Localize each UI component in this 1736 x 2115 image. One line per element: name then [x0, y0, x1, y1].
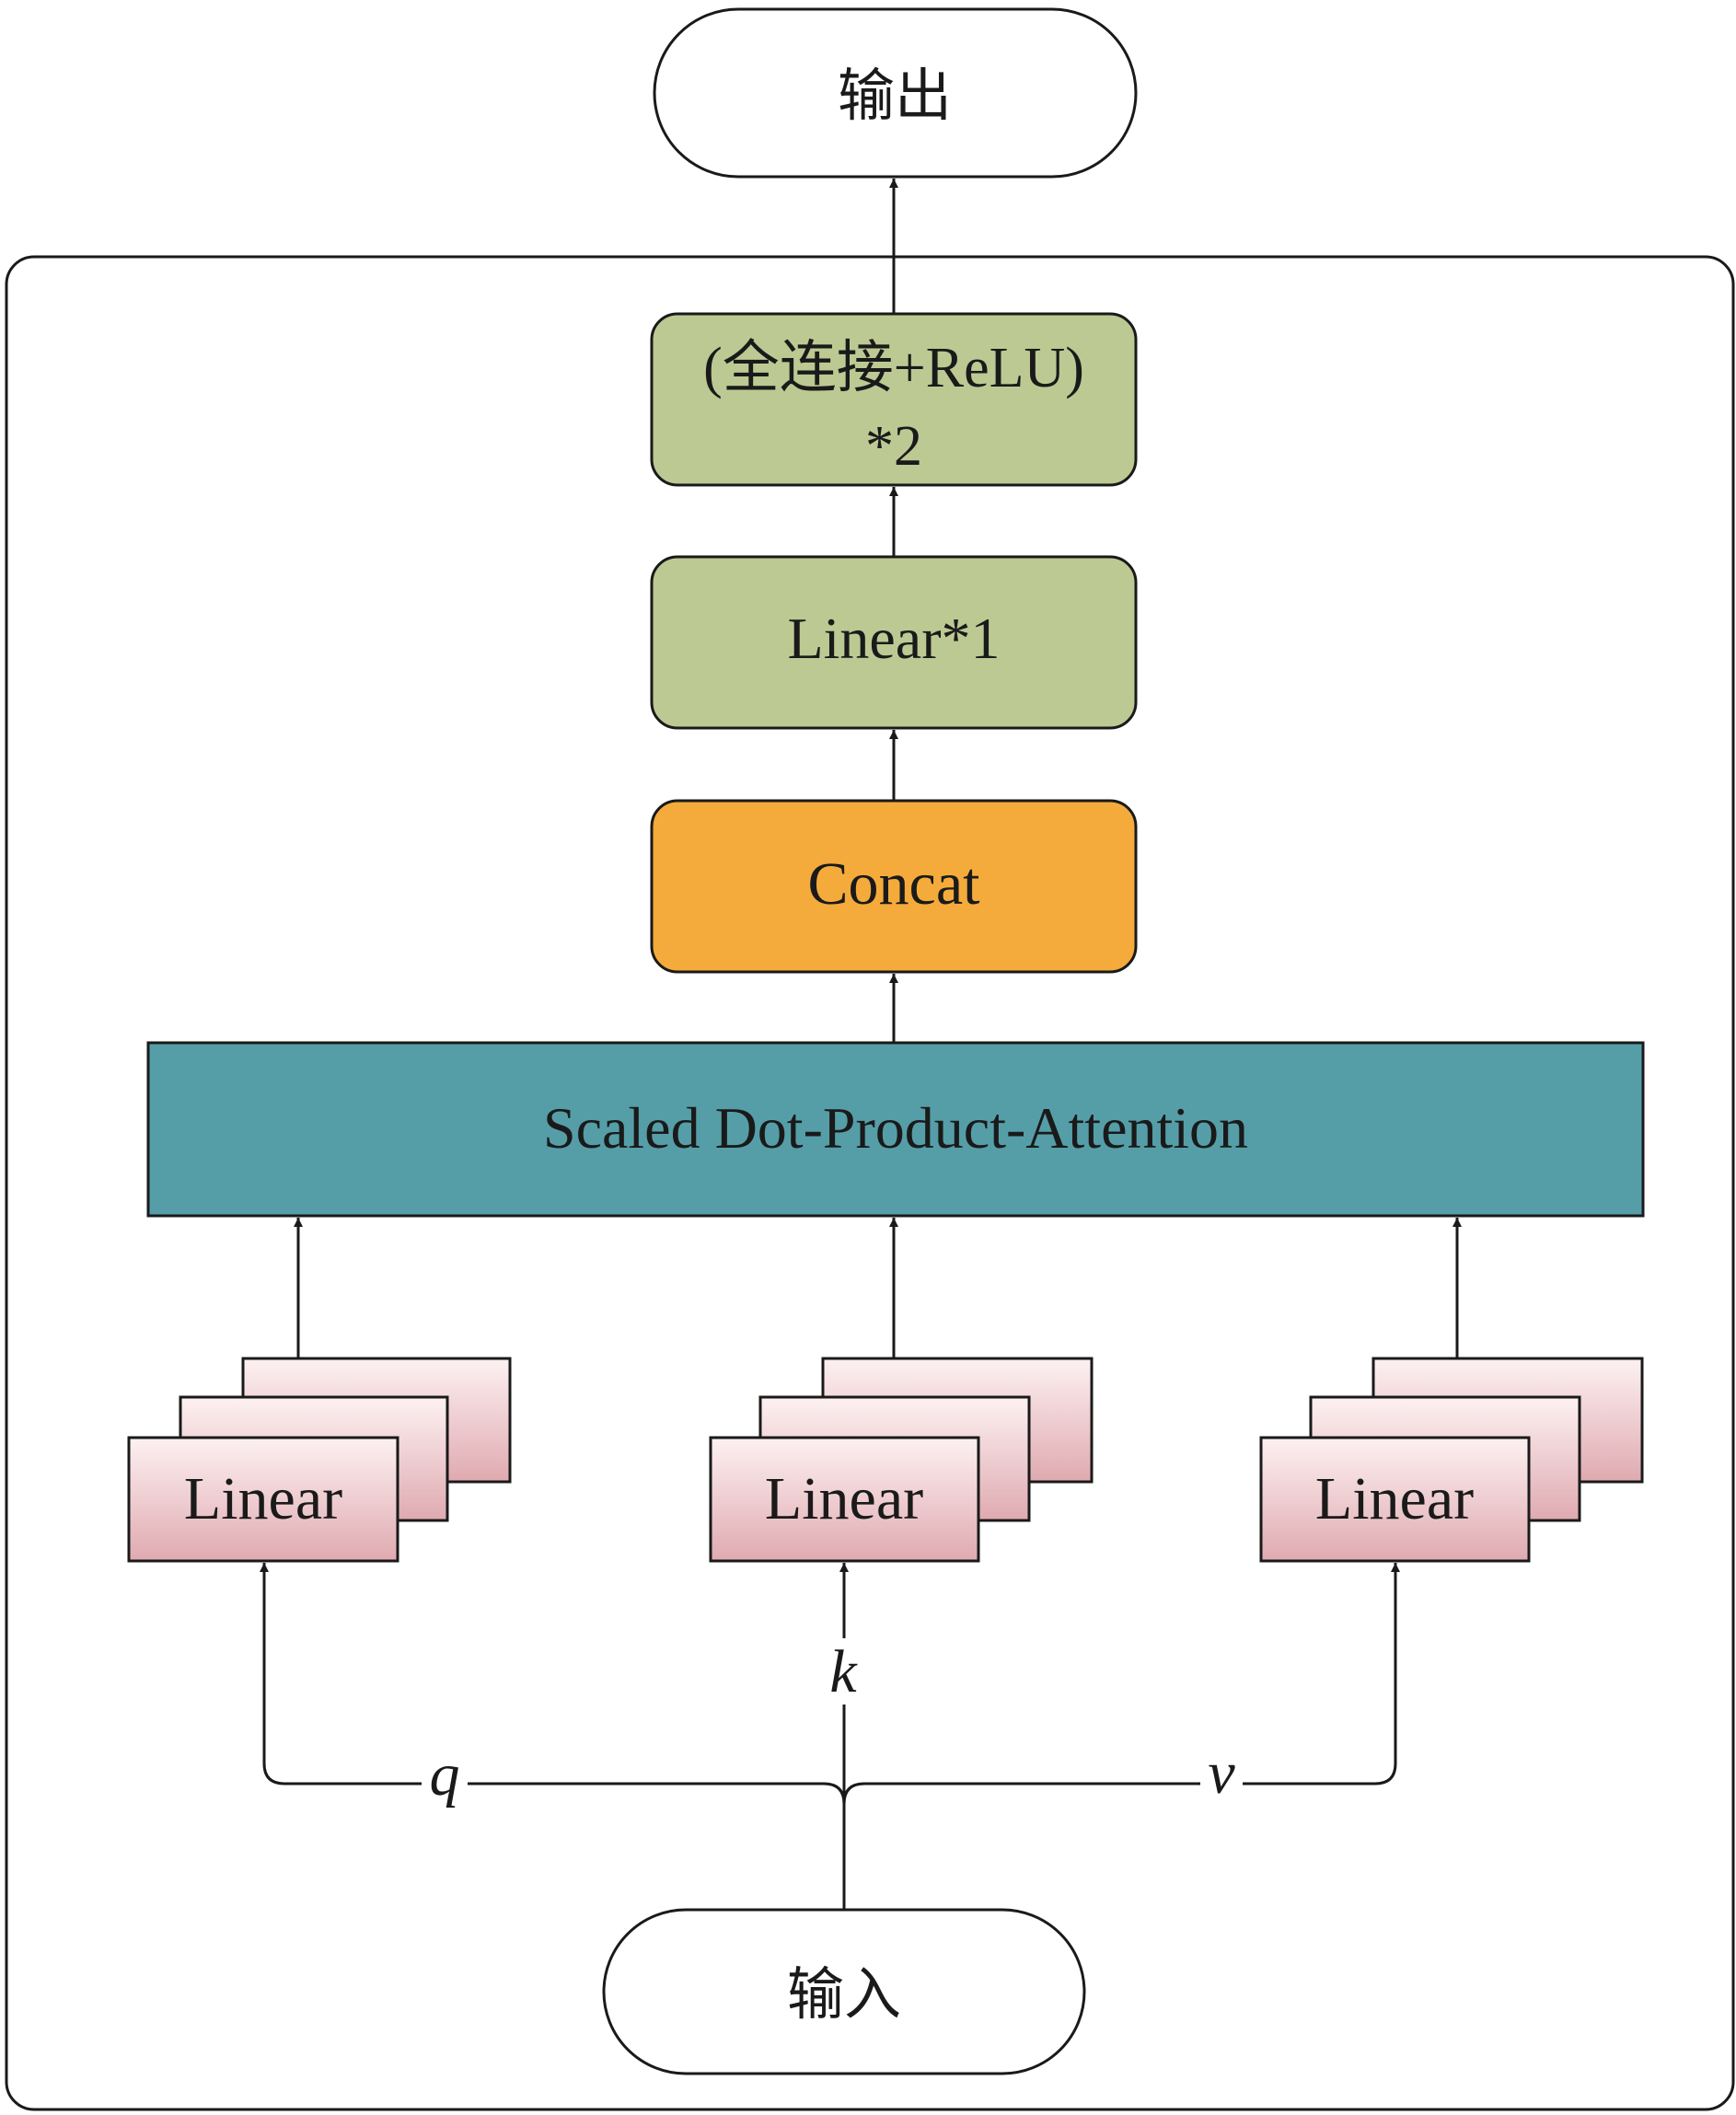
outer-container [5, 255, 1735, 2111]
input-node: 输入 [602, 1908, 1086, 2075]
connector-input-to-q [260, 1563, 846, 1910]
output-node: 输出 [653, 7, 1138, 179]
output-label: 输出 [838, 62, 952, 129]
attention-label: Scaled Dot-Product-Attention [543, 1095, 1248, 1161]
linear-stack-k: Linear [709, 1357, 1094, 1563]
linear-stack-q: Linear [127, 1357, 512, 1563]
concat-label: Concat [808, 850, 980, 918]
fc-relu-block: (全连接+ReLU) *2 [650, 312, 1138, 487]
v-label: v [1208, 1739, 1235, 1807]
linear-label-v: Linear [1315, 1465, 1474, 1532]
input-label: 输入 [787, 1960, 901, 2028]
q-label: q [430, 1741, 460, 1809]
fc-relu-label-line1: (全连接+ReLU) [703, 337, 1084, 399]
linear-label-q: Linear [184, 1465, 342, 1532]
linear-stack-v: Linear [1259, 1357, 1644, 1563]
linear1-label: Linear*1 [788, 606, 1001, 671]
linear1-block: Linear*1 [650, 555, 1138, 730]
k-label: k [829, 1638, 858, 1705]
attention-block: Scaled Dot-Product-Attention [146, 1041, 1645, 1218]
linear-label-k: Linear [765, 1465, 923, 1532]
connector-input-to-v [842, 1563, 1400, 1805]
fc-relu-label-line2: *2 [865, 415, 922, 478]
concat-block: Concat [650, 799, 1138, 974]
